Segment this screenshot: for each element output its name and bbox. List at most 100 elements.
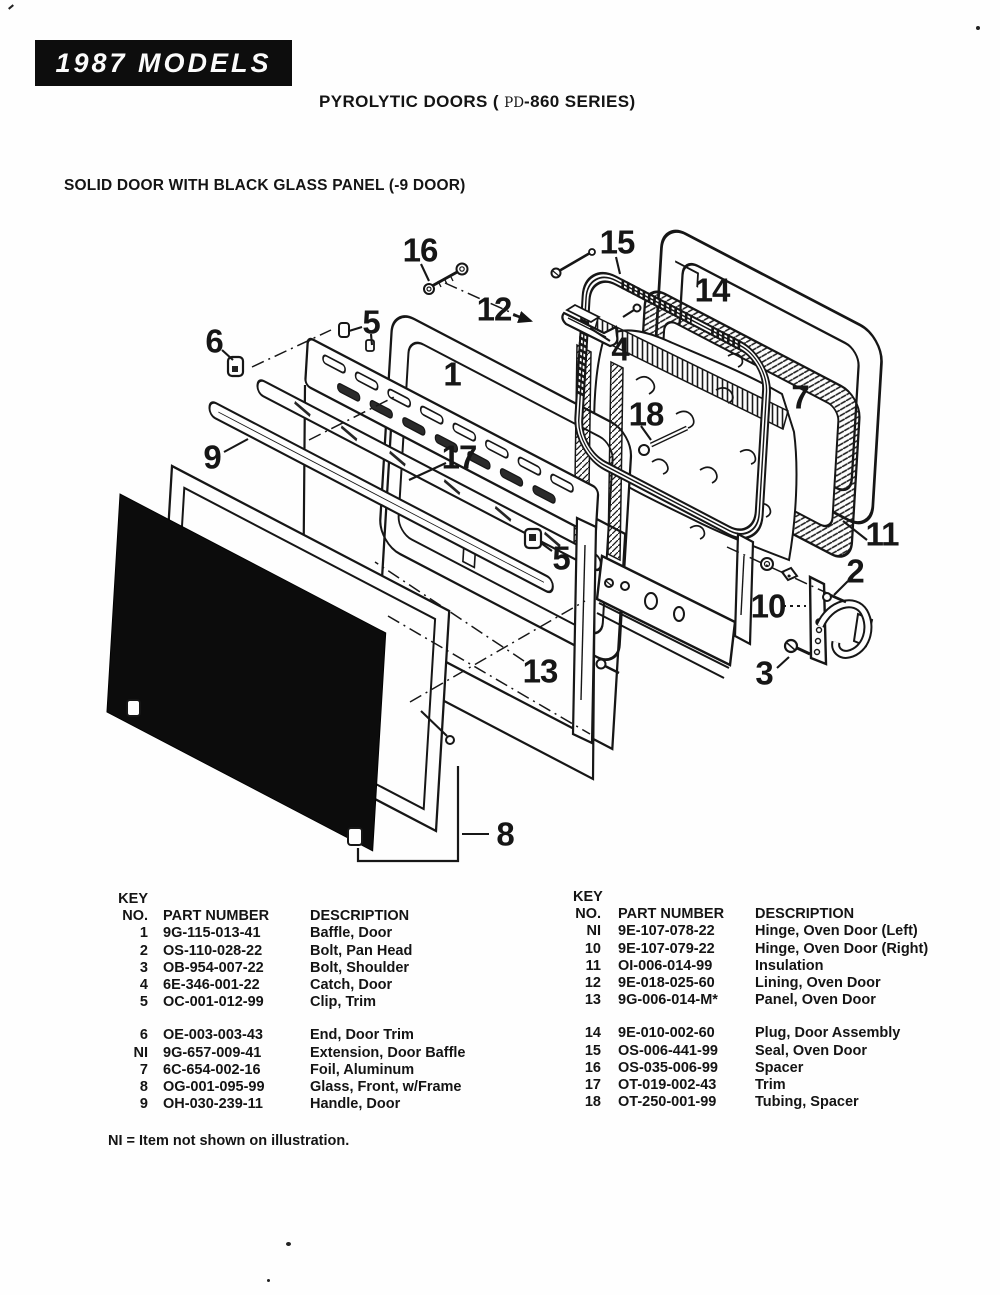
part-number-cell: 9E-107-079-22	[618, 940, 715, 957]
key-no-cell: 15	[584, 1042, 601, 1059]
callout-14-2: 14	[695, 272, 731, 309]
leader-line	[409, 600, 586, 703]
leader-line	[420, 710, 448, 737]
leader-line	[833, 580, 849, 596]
key-no-cell: 8	[139, 1079, 148, 1096]
part-number-cell: 9E-018-025-60	[618, 975, 715, 992]
part-number-cell: OT-250-001-99	[618, 1094, 717, 1111]
leader-line	[374, 561, 525, 662]
models-banner: 1987 MODELS	[35, 40, 292, 86]
callout-15-1: 15	[600, 224, 635, 261]
callout-1-7: 1	[443, 356, 461, 393]
part-number-cell: 9E-010-002-60	[618, 1025, 715, 1042]
callout-18-8: 18	[629, 396, 664, 433]
screw-3	[783, 638, 811, 656]
screw-catch	[622, 303, 642, 318]
part-number-cell: OB-954-007-22	[163, 959, 264, 976]
table-key-label: KEY	[573, 889, 603, 905]
leader-line	[223, 438, 249, 453]
description-cell: Hinge, Oven Door (Right)	[755, 940, 929, 957]
callout-7-9: 7	[791, 379, 808, 416]
models-banner-label: 1987 MODELS	[55, 47, 272, 78]
description-cell: Spacer	[755, 1059, 804, 1076]
part-number-cell: OG-001-095-99	[163, 1079, 265, 1096]
ni-footnote: NI = Item not shown on illustration.	[108, 1133, 350, 1149]
part-number-cell: 6E-346-001-22	[163, 977, 260, 994]
description-cell: Foil, Aluminum	[310, 1061, 415, 1078]
leader-line	[308, 396, 395, 441]
scan-artifact-dot	[976, 26, 980, 30]
callout-13-16: 13	[523, 653, 558, 690]
leader-line	[251, 329, 332, 368]
description-cell: Extension, Door Baffle	[310, 1044, 466, 1061]
part-number-cell: 6C-654-002-16	[163, 1061, 261, 1078]
part-number-cell: OC-001-012-99	[163, 994, 264, 1011]
callout-8-18: 8	[496, 816, 514, 853]
key-no-cell: 4	[139, 977, 148, 994]
section-subtitle: SOLID DOOR WITH BLACK GLASS PANEL (-9 DO…	[64, 177, 466, 194]
page-title-suffix: -860 SERIES)	[524, 92, 636, 111]
key-no-cell: 16	[584, 1059, 601, 1076]
screw-seal	[550, 248, 596, 279]
scan-artifact-dot	[267, 1279, 270, 1282]
col-header-no: NO.	[122, 908, 148, 925]
description-cell: Insulation	[755, 957, 824, 974]
part-number-cell: OI-006-014-99	[618, 957, 713, 974]
leader-line	[221, 349, 234, 361]
callout-12-3: 12	[477, 291, 512, 328]
leader-line	[512, 311, 533, 323]
col-header-no: NO.	[575, 906, 601, 923]
leader-line	[369, 333, 374, 346]
description-cell: Bolt, Pan Head	[310, 942, 413, 959]
leader-line	[444, 282, 522, 318]
leader-line	[540, 542, 553, 552]
part-number-cell: OH-030-239-11	[163, 1096, 263, 1113]
table-row: 2 OS-110-028-22 Bolt, Pan Head	[118, 943, 466, 960]
description-cell: Handle, Door	[310, 1096, 401, 1113]
table-key-label: KEY	[118, 891, 148, 907]
key-no-cell: 2	[139, 942, 148, 959]
page-title: PYROLYTIC DOORS ( PD-860 SERIES)	[319, 92, 636, 112]
part-number-cell: 9G-657-009-41	[163, 1044, 262, 1061]
callout-17-11: 17	[442, 439, 477, 476]
col-header-part: PART NUMBER	[618, 906, 725, 923]
key-no-cell: 6	[139, 1027, 148, 1044]
part-number-cell: OS-035-006-99	[618, 1059, 718, 1076]
key-no-cell: 14	[584, 1025, 601, 1042]
callout-8-bracket	[356, 766, 460, 863]
leader-line	[420, 263, 430, 282]
key-no-cell: 12	[584, 975, 601, 992]
leader-line	[726, 546, 841, 600]
scan-artifact-dot	[286, 1242, 291, 1246]
callout-5-4: 5	[362, 304, 380, 341]
description-cell: Panel, Oven Door	[755, 992, 876, 1009]
table-row: 13 9G-006-014-M* Panel, Oven Door	[573, 992, 928, 1009]
latch-bracket-assembly	[445, 516, 755, 745]
callout-2-13: 2	[846, 553, 864, 590]
part-number-cell: 9G-006-014-M*	[618, 992, 718, 1009]
description-cell: End, Door Trim	[310, 1027, 414, 1044]
clip-5-lower	[523, 527, 543, 550]
key-no-cell: 13	[584, 992, 601, 1009]
part-8-front-glass	[106, 493, 387, 852]
part-number-cell: OS-006-441-99	[618, 1042, 718, 1059]
part-number-cell: OE-003-003-43	[163, 1027, 263, 1044]
description-cell: Baffle, Door	[310, 925, 393, 942]
description-cell: Trim	[755, 1077, 786, 1094]
part-number-cell: OS-110-028-22	[163, 942, 263, 959]
callout-9-10: 9	[203, 439, 221, 476]
